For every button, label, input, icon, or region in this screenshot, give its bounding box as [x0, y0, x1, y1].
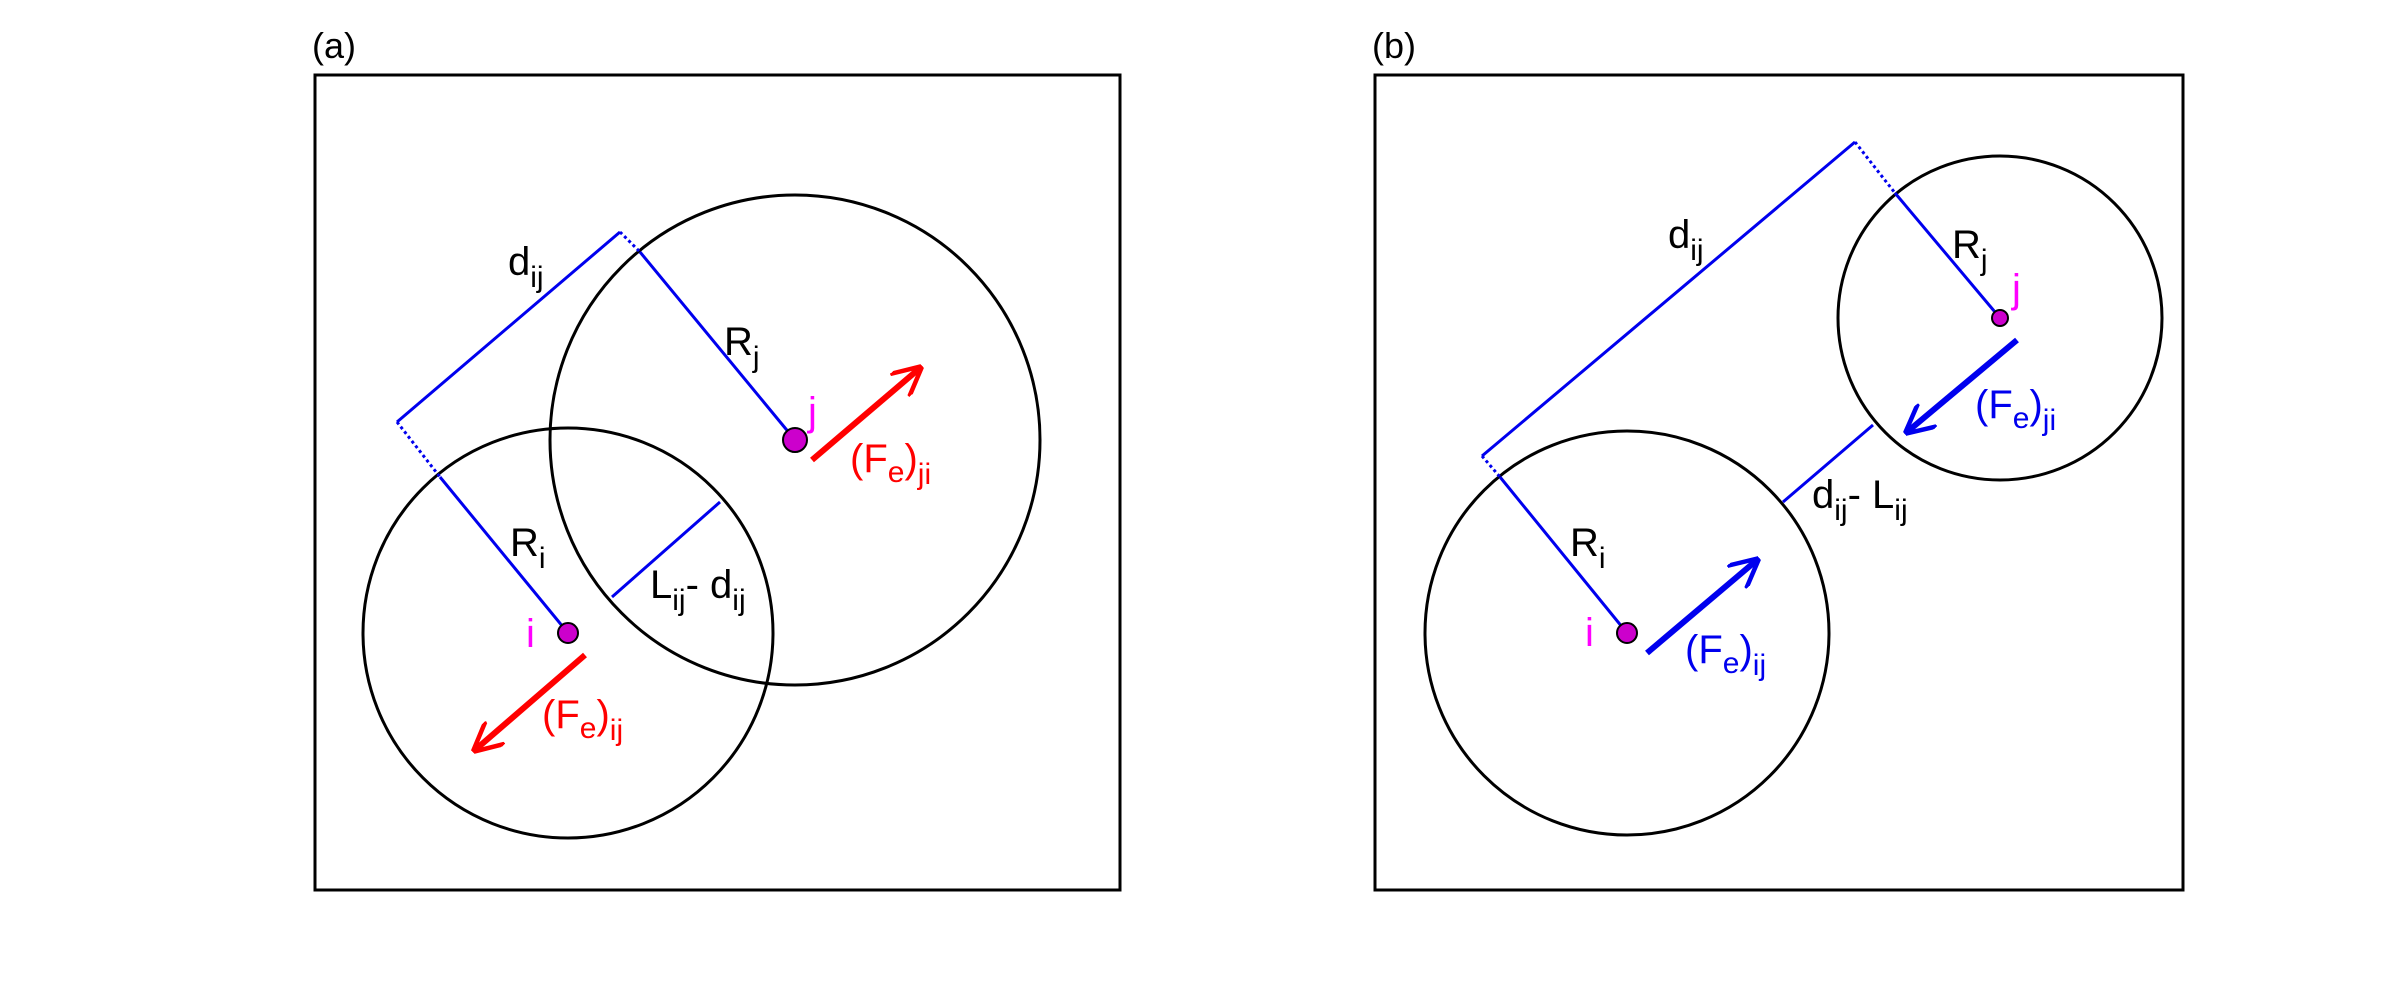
force-ji-label-a: (Fe)ji: [850, 437, 931, 491]
dotted-connector-j-b: [1853, 141, 1897, 194]
force-arrow-ji-a: [810, 368, 920, 463]
dij-label-b: dij: [1668, 213, 1704, 267]
circle-i-b: [1423, 429, 1831, 837]
panel-a-frame: [313, 73, 1122, 892]
circle-i-a: [361, 426, 775, 840]
particle-i-a: [557, 622, 579, 644]
circle-j-b: [1836, 154, 2164, 482]
dotted-connector-i-b: [1480, 455, 1502, 478]
ri-label-a: Ri: [510, 521, 546, 575]
force-arrow-ji-b: [1907, 337, 2019, 432]
radius-i-line-b: [1498, 476, 1629, 634]
particle-j-label-a: j: [807, 390, 817, 434]
dij-line-b: [1481, 140, 1856, 458]
force-ij-label-b: (Fe)ij: [1685, 628, 1766, 682]
force-arrow-ij-a: [475, 652, 587, 750]
force-ji-label-b: (Fe)ji: [1975, 383, 2056, 437]
particle-i-b: [1616, 622, 1638, 644]
rj-label-a: Rj: [724, 320, 760, 374]
particle-j-a: [782, 427, 808, 453]
radius-j-line-a: [638, 251, 797, 441]
dij-line-a: [396, 230, 621, 424]
gap-label-b: dij- Lij: [1812, 473, 1908, 527]
panel-a-label: (a): [312, 25, 356, 66]
overlap-label-a: Lij- dij: [650, 563, 746, 617]
dotted-connector-j-a: [618, 230, 642, 254]
circle-j-a: [548, 193, 1042, 687]
overlap-line-a: [611, 500, 721, 599]
panel-b: (b) j i dij Rj Ri dij- Lij (Fe)ji (Fe)ij: [1372, 25, 2185, 892]
dij-label-a: dij: [508, 240, 544, 294]
gap-line-b: [1782, 423, 1874, 504]
force-arrow-ij-b: [1645, 560, 1757, 656]
radius-j-line-b: [1893, 192, 2002, 319]
particle-i-label-a: i: [526, 612, 535, 656]
rj-label-b: Rj: [1952, 223, 1988, 277]
ri-label-b: Ri: [1570, 521, 1606, 575]
dotted-connector-i-a: [395, 421, 442, 478]
panel-a: (a) j i dij Rj Ri Lij- dij (Fe)ji (Fe)ij: [312, 25, 1122, 892]
particle-j-b: [1991, 309, 2009, 327]
panel-b-label: (b): [1372, 25, 1416, 66]
radius-i-line-a: [438, 476, 570, 634]
panel-b-frame: [1373, 73, 2185, 892]
force-ij-label-a: (Fe)ij: [542, 693, 623, 747]
particle-i-label-b: i: [1585, 611, 1594, 655]
particle-j-label-b: j: [2011, 267, 2021, 311]
